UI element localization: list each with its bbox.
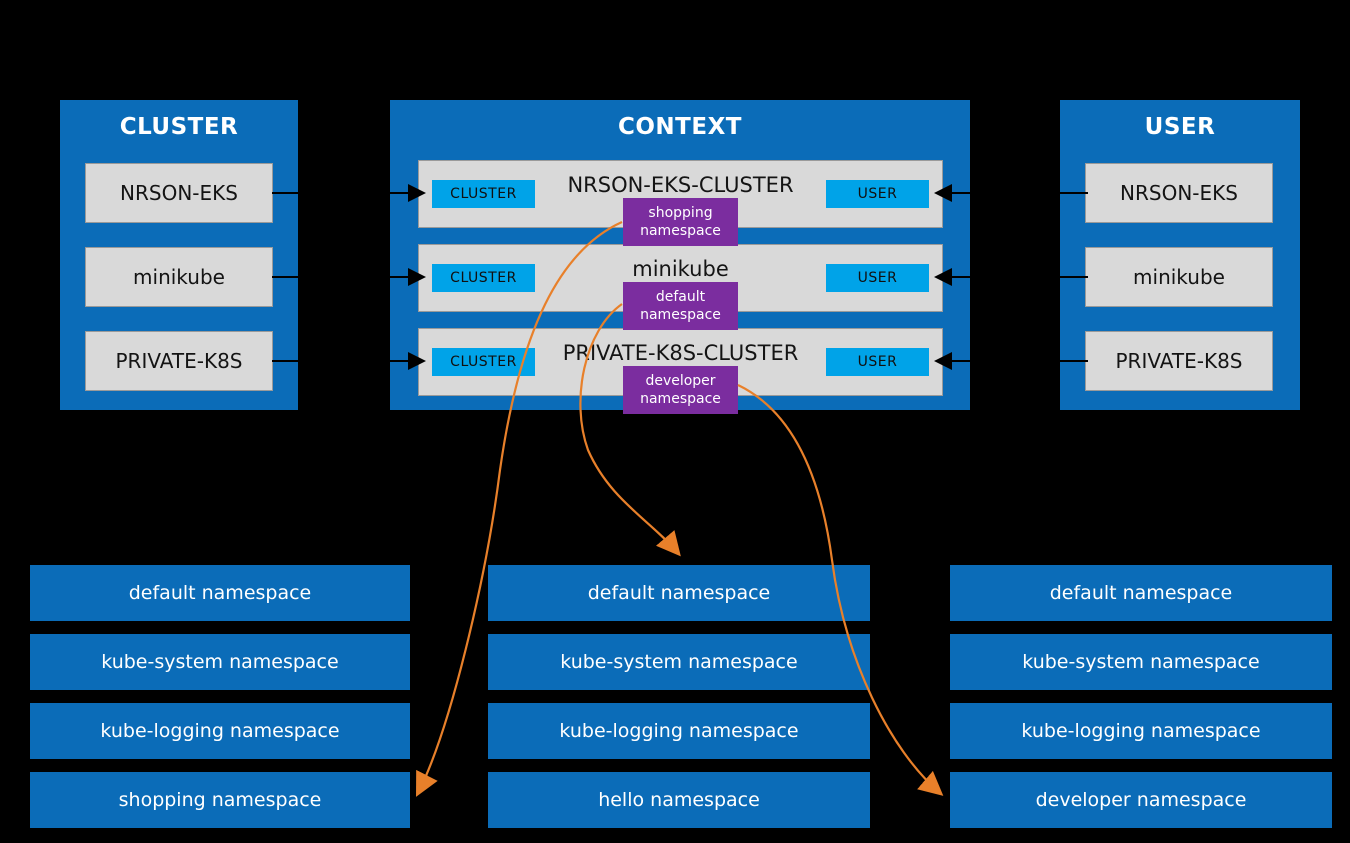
left-namespace-shopping[interactable]: shopping namespace bbox=[30, 772, 410, 828]
context-row-nrson-eks-cluster[interactable]: NRSON-EKS-CLUSTER CLUSTER USER bbox=[418, 160, 943, 228]
namespace-label: kube-system namespace bbox=[560, 651, 798, 673]
context-panel-title: CONTEXT bbox=[617, 114, 742, 140]
context-namespace-chip-default[interactable]: default namespace bbox=[623, 282, 738, 330]
namespace-label: kube-system namespace bbox=[101, 651, 339, 673]
left-namespace-default[interactable]: default namespace bbox=[30, 565, 410, 621]
user-panel: USER NRSON-EKS minikube PRIVATE-K8S bbox=[1060, 100, 1300, 410]
right-namespace-kube-logging[interactable]: kube-logging namespace bbox=[950, 703, 1332, 759]
context-row-user-badge[interactable]: USER bbox=[826, 348, 929, 376]
context-row-cluster-badge[interactable]: CLUSTER bbox=[432, 348, 535, 376]
user-item-label: PRIVATE-K8S bbox=[1115, 349, 1243, 373]
cluster-item-nrson-eks[interactable]: NRSON-EKS bbox=[85, 163, 273, 223]
cluster-item-private-k8s[interactable]: PRIVATE-K8S bbox=[85, 331, 273, 391]
namespace-label: kube-logging namespace bbox=[100, 720, 340, 742]
cluster-panel-title: CLUSTER bbox=[119, 114, 239, 140]
context-row-user-badge[interactable]: USER bbox=[826, 264, 929, 292]
namespace-label: default namespace bbox=[128, 582, 312, 604]
namespace-label: shopping namespace bbox=[118, 789, 322, 811]
context-panel: CONTEXT NRSON-EKS-CLUSTER CLUSTER USER m… bbox=[390, 100, 970, 410]
user-panel-title: USER bbox=[1144, 114, 1216, 140]
namespace-label: kube-logging namespace bbox=[559, 720, 799, 742]
namespace-chip-line2: namespace bbox=[640, 307, 721, 323]
namespace-label: kube-system namespace bbox=[1022, 651, 1260, 673]
context-row-title: minikube bbox=[632, 257, 729, 281]
user-item-nrson-eks[interactable]: NRSON-EKS bbox=[1085, 163, 1273, 223]
middle-namespace-default[interactable]: default namespace bbox=[488, 565, 870, 621]
context-row-title: NRSON-EKS-CLUSTER bbox=[567, 173, 794, 197]
namespace-chip-line1: default bbox=[655, 289, 706, 305]
namespace-chip-line2: namespace bbox=[640, 391, 721, 407]
context-namespace-chip-shopping[interactable]: shopping namespace bbox=[623, 198, 738, 246]
namespace-chip-line2: namespace bbox=[640, 223, 721, 239]
namespace-label: developer namespace bbox=[1035, 789, 1247, 811]
middle-namespace-hello[interactable]: hello namespace bbox=[488, 772, 870, 828]
cluster-item-label: minikube bbox=[133, 265, 225, 289]
cluster-item-minikube[interactable]: minikube bbox=[85, 247, 273, 307]
right-namespace-default[interactable]: default namespace bbox=[950, 565, 1332, 621]
context-namespace-chip-developer[interactable]: developer namespace bbox=[623, 366, 738, 414]
middle-namespace-kube-logging[interactable]: kube-logging namespace bbox=[488, 703, 870, 759]
context-row-user-badge[interactable]: USER bbox=[826, 180, 929, 208]
user-item-label: minikube bbox=[1133, 265, 1225, 289]
right-namespace-kube-system[interactable]: kube-system namespace bbox=[950, 634, 1332, 690]
user-item-minikube[interactable]: minikube bbox=[1085, 247, 1273, 307]
context-row-cluster-badge[interactable]: CLUSTER bbox=[432, 180, 535, 208]
cluster-item-label: PRIVATE-K8S bbox=[115, 349, 243, 373]
namespace-chip-line1: shopping bbox=[648, 205, 713, 221]
left-namespace-kube-system[interactable]: kube-system namespace bbox=[30, 634, 410, 690]
namespace-label: default namespace bbox=[587, 582, 771, 604]
left-namespace-kube-logging[interactable]: kube-logging namespace bbox=[30, 703, 410, 759]
right-namespace-developer[interactable]: developer namespace bbox=[950, 772, 1332, 828]
namespace-label: hello namespace bbox=[598, 789, 760, 811]
namespace-chip-line1: developer bbox=[645, 373, 716, 389]
user-item-private-k8s[interactable]: PRIVATE-K8S bbox=[1085, 331, 1273, 391]
namespace-label: kube-logging namespace bbox=[1021, 720, 1261, 742]
cluster-panel: CLUSTER NRSON-EKS minikube PRIVATE-K8S bbox=[60, 100, 298, 410]
cluster-item-label: NRSON-EKS bbox=[120, 181, 238, 205]
namespace-label: default namespace bbox=[1049, 582, 1233, 604]
middle-namespace-kube-system[interactable]: kube-system namespace bbox=[488, 634, 870, 690]
context-row-cluster-badge[interactable]: CLUSTER bbox=[432, 264, 535, 292]
user-item-label: NRSON-EKS bbox=[1120, 181, 1238, 205]
